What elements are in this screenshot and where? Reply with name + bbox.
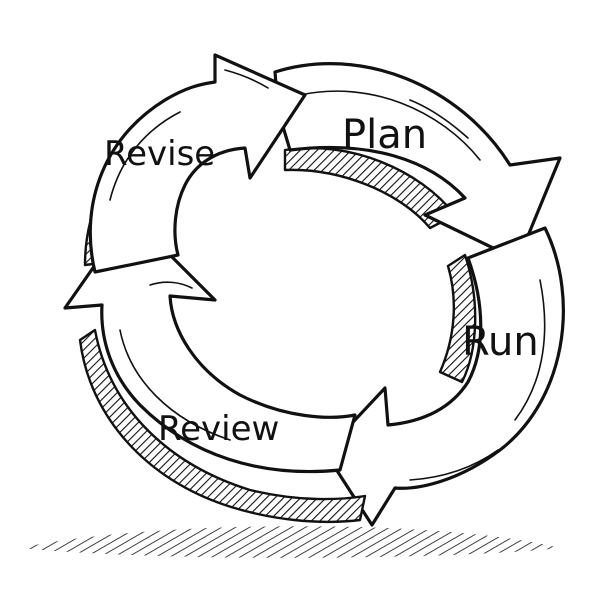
- stage-label-review: Review: [158, 409, 279, 449]
- ground-shadow: [20, 526, 560, 558]
- revise-arrow: Revise: [83, 53, 307, 274]
- stage-label-revise: Revise: [104, 134, 215, 174]
- stage-label-plan: Plan: [342, 112, 427, 158]
- plan-arrow: Plan: [273, 62, 562, 262]
- stage-label-run: Run: [462, 319, 539, 365]
- run-arrow: Run: [323, 226, 565, 527]
- review-arrow: Review: [63, 213, 367, 524]
